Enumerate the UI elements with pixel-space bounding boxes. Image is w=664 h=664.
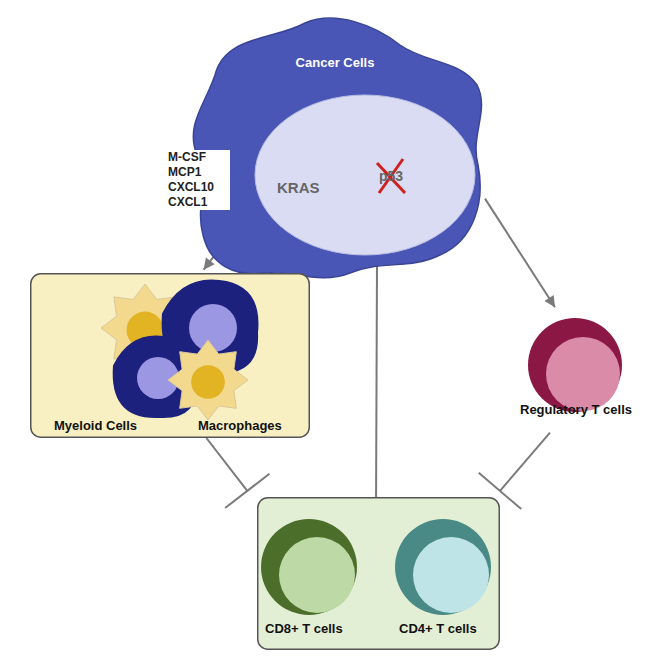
treg-cell: Regulatory T cells [520,313,645,428]
nucleus-outline [255,95,475,255]
nucleus: KRAS p53 [255,95,475,255]
node-label: KRAS [277,179,320,196]
connector [349,263,405,497]
edge-label: M-CSF MCP1 CXCL10 CXCL1 [168,150,230,210]
myeloid-panel-outline [30,273,310,438]
node-label: Cancer Cells [296,55,375,70]
node-label: Regulatory T cells [520,402,632,417]
myeloid-panel: Myeloid Cells Macrophages [30,273,310,438]
node-label: Myeloid Cells [54,418,137,433]
node-label: p53 [379,168,403,184]
connector [206,438,269,508]
cd4-cell: CD4+ T cells [387,515,500,641]
cd8-cell: CD8+ T cells [257,515,375,641]
t-cell-panel: CD8+ T cells CD4+ T cells [257,497,500,650]
connector [485,199,555,308]
node-label: Macrophages [198,418,282,433]
cancer-cell: Cancer CellsKRAS p53 [185,15,485,285]
node-label: CD8+ T cells [265,621,343,636]
node-label: CD4+ T cells [399,621,477,636]
